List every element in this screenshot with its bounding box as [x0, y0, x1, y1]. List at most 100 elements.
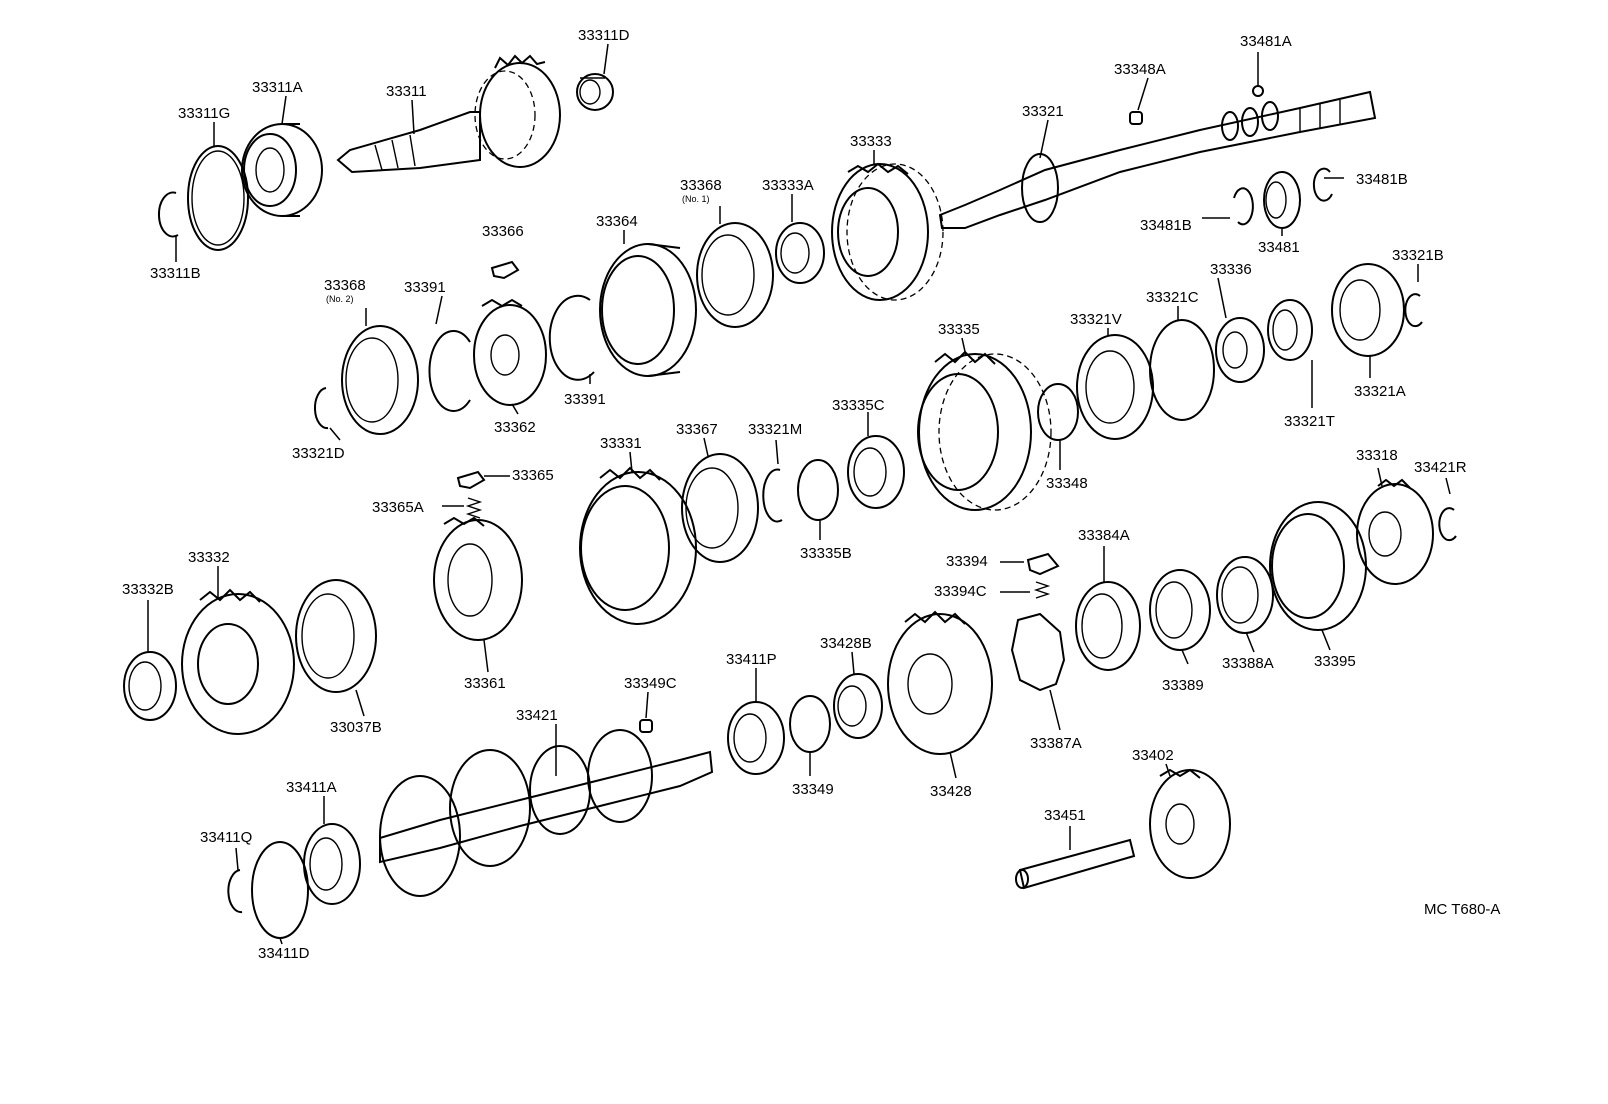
label-33368-no1-note: (No. 1) — [682, 194, 710, 204]
synchro-ring-33037b — [295, 579, 377, 693]
gear-33336 — [1215, 317, 1265, 383]
label-33388a[interactable]: 33388A — [1222, 655, 1274, 672]
label-33411q[interactable]: 33411Q — [200, 829, 252, 846]
label-33389[interactable]: 33389 — [1162, 677, 1204, 694]
snap-ring-33481b-left — [1233, 187, 1254, 226]
label-33037b[interactable]: 33037B — [330, 719, 382, 736]
diagram-code: MC T680-A — [1424, 901, 1500, 918]
washer-33349 — [789, 695, 831, 753]
label-33394c[interactable]: 33394C — [934, 583, 987, 600]
label-33411p[interactable]: 33411P — [726, 651, 777, 668]
label-33311[interactable]: 33311 — [386, 83, 427, 100]
label-33331[interactable]: 33331 — [600, 435, 642, 452]
label-33335c[interactable]: 33335C — [832, 397, 885, 414]
bearing-33411a — [303, 823, 361, 905]
label-33348a[interactable]: 33348A — [1114, 61, 1166, 78]
label-33348[interactable]: 33348 — [1046, 475, 1088, 492]
label-33384a[interactable]: 33384A — [1078, 527, 1130, 544]
label-33366[interactable]: 33366 — [482, 223, 524, 240]
label-33481b-left[interactable]: 33481B — [1140, 217, 1192, 234]
label-33311g[interactable]: 33311G — [178, 105, 230, 122]
shaft-33451 — [1015, 838, 1136, 890]
label-33411d[interactable]: 33411D — [258, 945, 310, 962]
label-33332b[interactable]: 33332B — [122, 581, 174, 598]
label-33333[interactable]: 33333 — [850, 133, 892, 150]
label-33321c[interactable]: 33321C — [1146, 289, 1199, 306]
label-33321[interactable]: 33321 — [1022, 103, 1064, 120]
label-33391-bottom[interactable]: 33391 — [564, 391, 606, 408]
snap-ring-33391-bottom — [548, 294, 595, 381]
label-33349c[interactable]: 33349C — [624, 675, 677, 692]
label-33336[interactable]: 33336 — [1210, 261, 1252, 278]
snap-ring-33421r — [1438, 507, 1457, 542]
label-33333a[interactable]: 33333A — [762, 177, 814, 194]
leader-lines — [147, 43, 1451, 945]
label-33332[interactable]: 33332 — [188, 549, 230, 566]
label-33335[interactable]: 33335 — [938, 321, 980, 338]
label-33318[interactable]: 33318 — [1356, 447, 1398, 464]
label-33361[interactable]: 33361 — [464, 675, 506, 692]
hub-sleeve-33364 — [599, 243, 697, 377]
gear-33318 — [1356, 478, 1434, 585]
spring-33365a — [465, 497, 483, 519]
label-33365[interactable]: 33365 — [512, 467, 554, 484]
hub-33362 — [473, 298, 547, 406]
synchro-ring-33368-no2 — [341, 325, 419, 435]
collar-33481 — [1263, 171, 1301, 229]
snap-ring-33411q — [227, 869, 243, 914]
shifting-key-33365 — [456, 470, 486, 490]
label-33311b[interactable]: 33311B — [150, 265, 201, 282]
label-33321a[interactable]: 33321A — [1354, 383, 1406, 400]
label-33321d[interactable]: 33321D — [292, 445, 345, 462]
label-33394[interactable]: 33394 — [946, 553, 988, 570]
ring-33311g — [187, 145, 249, 251]
snap-ring-33391-top — [428, 330, 471, 412]
bearing-33411p — [727, 701, 785, 775]
shifting-key-33366 — [490, 260, 520, 280]
label-33335b[interactable]: 33335B — [800, 545, 852, 562]
needle-bearing-33332b — [123, 651, 177, 721]
snap-ring-33311b — [157, 191, 179, 238]
idler-gear-33402 — [1149, 768, 1231, 879]
ring-33321c — [1149, 319, 1215, 421]
synchro-ring-33368-no1 — [696, 222, 774, 328]
label-33391-top[interactable]: 33391 — [404, 279, 446, 296]
snap-ring-33481b-right — [1312, 167, 1333, 202]
label-33481a[interactable]: 33481A — [1240, 33, 1292, 50]
label-33311d[interactable]: 33311D — [578, 27, 630, 44]
label-33362[interactable]: 33362 — [494, 419, 536, 436]
snap-ring-33321b — [1404, 293, 1423, 328]
label-33367[interactable]: 33367 — [676, 421, 718, 438]
synchro-ring-33384a — [1075, 581, 1141, 671]
label-33421[interactable]: 33421 — [516, 707, 558, 724]
washer-33348 — [1037, 383, 1079, 441]
label-33402[interactable]: 33402 — [1132, 747, 1174, 764]
label-33368-no2[interactable]: 33368 — [324, 277, 366, 294]
label-33481b-right[interactable]: 33481B — [1356, 171, 1408, 188]
label-33321m[interactable]: 33321M — [748, 421, 802, 438]
bearing-33321v — [1076, 334, 1154, 440]
label-33428b[interactable]: 33428B — [820, 635, 872, 652]
label-33364[interactable]: 33364 — [596, 213, 638, 230]
spacer-33321t — [1267, 299, 1313, 361]
label-33321b[interactable]: 33321B — [1392, 247, 1444, 264]
label-33428[interactable]: 33428 — [930, 783, 972, 800]
label-33421r[interactable]: 33421R — [1414, 459, 1467, 476]
label-33451[interactable]: 33451 — [1044, 807, 1086, 824]
label-33387a[interactable]: 33387A — [1030, 735, 1082, 752]
label-33411a[interactable]: 33411A — [286, 779, 337, 796]
label-33321v[interactable]: 33321V — [1070, 311, 1122, 328]
label-33311a[interactable]: 33311A — [252, 79, 303, 96]
label-33365a[interactable]: 33365A — [372, 499, 424, 516]
label-33321t[interactable]: 33321T — [1284, 413, 1335, 430]
needle-bearing-33428b — [833, 673, 883, 739]
label-33481[interactable]: 33481 — [1258, 239, 1300, 256]
pin-33349c — [639, 719, 653, 733]
label-33395[interactable]: 33395 — [1314, 653, 1356, 670]
label-33349[interactable]: 33349 — [792, 781, 834, 798]
pin-33348a — [1129, 111, 1143, 125]
synchro-ring-33367 — [681, 453, 759, 563]
needle-bearing-33333a — [775, 222, 825, 284]
label-33368-no1[interactable]: 33368 — [680, 177, 722, 194]
